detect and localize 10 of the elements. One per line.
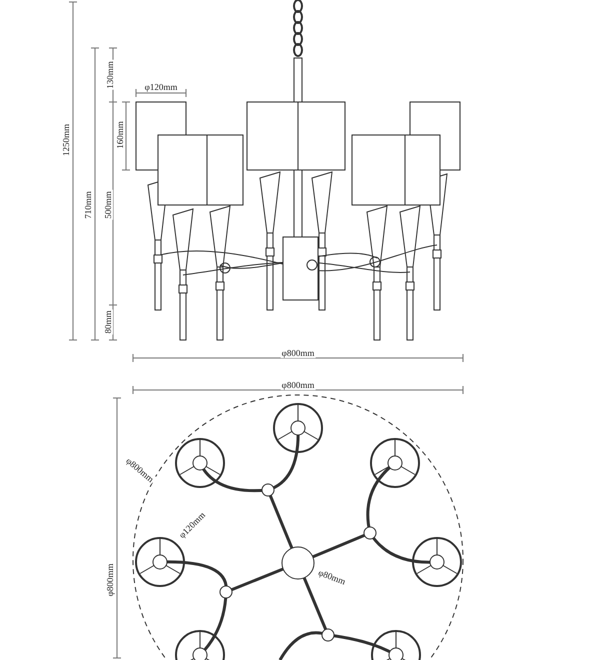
dimension-label: 80mm bbox=[103, 310, 113, 334]
dimension-label: 500mm bbox=[103, 190, 113, 220]
dimension-label: φ800mm bbox=[105, 562, 115, 598]
dimension-label: φ800mm bbox=[280, 380, 316, 390]
dimension-label: 710mm bbox=[83, 190, 93, 220]
dimension-label: 1250mm bbox=[61, 123, 71, 157]
dimension-label: 160mm bbox=[115, 120, 125, 150]
dimension-label: 130mm bbox=[105, 60, 115, 90]
dimension-label: φ120mm bbox=[144, 82, 178, 92]
dimension-label: φ800mm bbox=[280, 348, 316, 358]
